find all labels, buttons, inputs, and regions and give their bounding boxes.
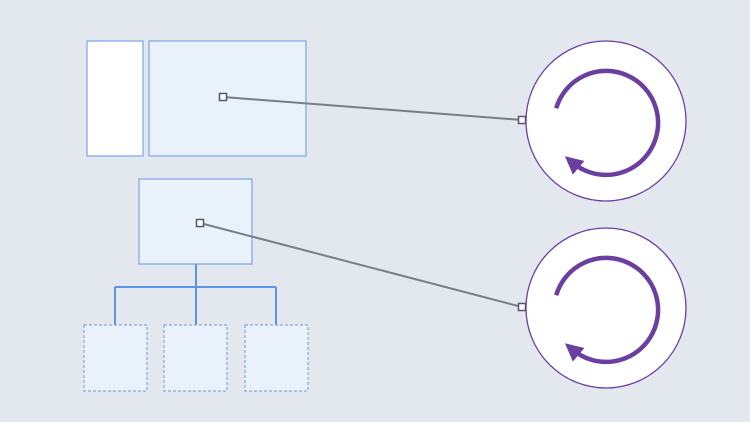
connector-handle-start-top[interactable]	[218, 92, 228, 102]
sidebar-panel	[86, 40, 144, 157]
refresh-circle-bottom	[525, 227, 687, 389]
child-node-2	[163, 324, 228, 392]
child-node-1	[83, 324, 148, 392]
content-panel	[148, 40, 307, 157]
refresh-circle-top	[525, 40, 687, 202]
connector-line-top	[222, 96, 523, 121]
child-node-3	[244, 324, 309, 392]
refresh-arrow-icon	[554, 68, 661, 178]
connector-line-bottom	[199, 222, 523, 308]
tree-connector-lines	[114, 264, 277, 325]
connector-handle-start-bottom[interactable]	[195, 218, 205, 228]
connector-handle-end-bottom[interactable]	[517, 302, 527, 312]
tree-group	[83, 178, 309, 392]
refresh-arrow-icon	[554, 255, 661, 365]
top-block-group	[86, 40, 307, 157]
connector-handle-end-top[interactable]	[517, 115, 527, 125]
parent-node	[138, 178, 253, 265]
